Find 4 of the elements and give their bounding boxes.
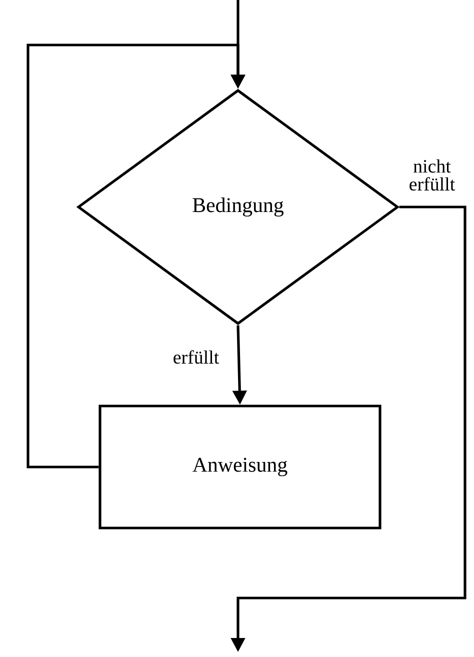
edge-label: erfüllt (174, 350, 220, 364)
process-box: Anweisung (98, 404, 382, 530)
edge-label: nicht erfüllt (410, 159, 455, 191)
arrow (26, 44, 246, 468)
